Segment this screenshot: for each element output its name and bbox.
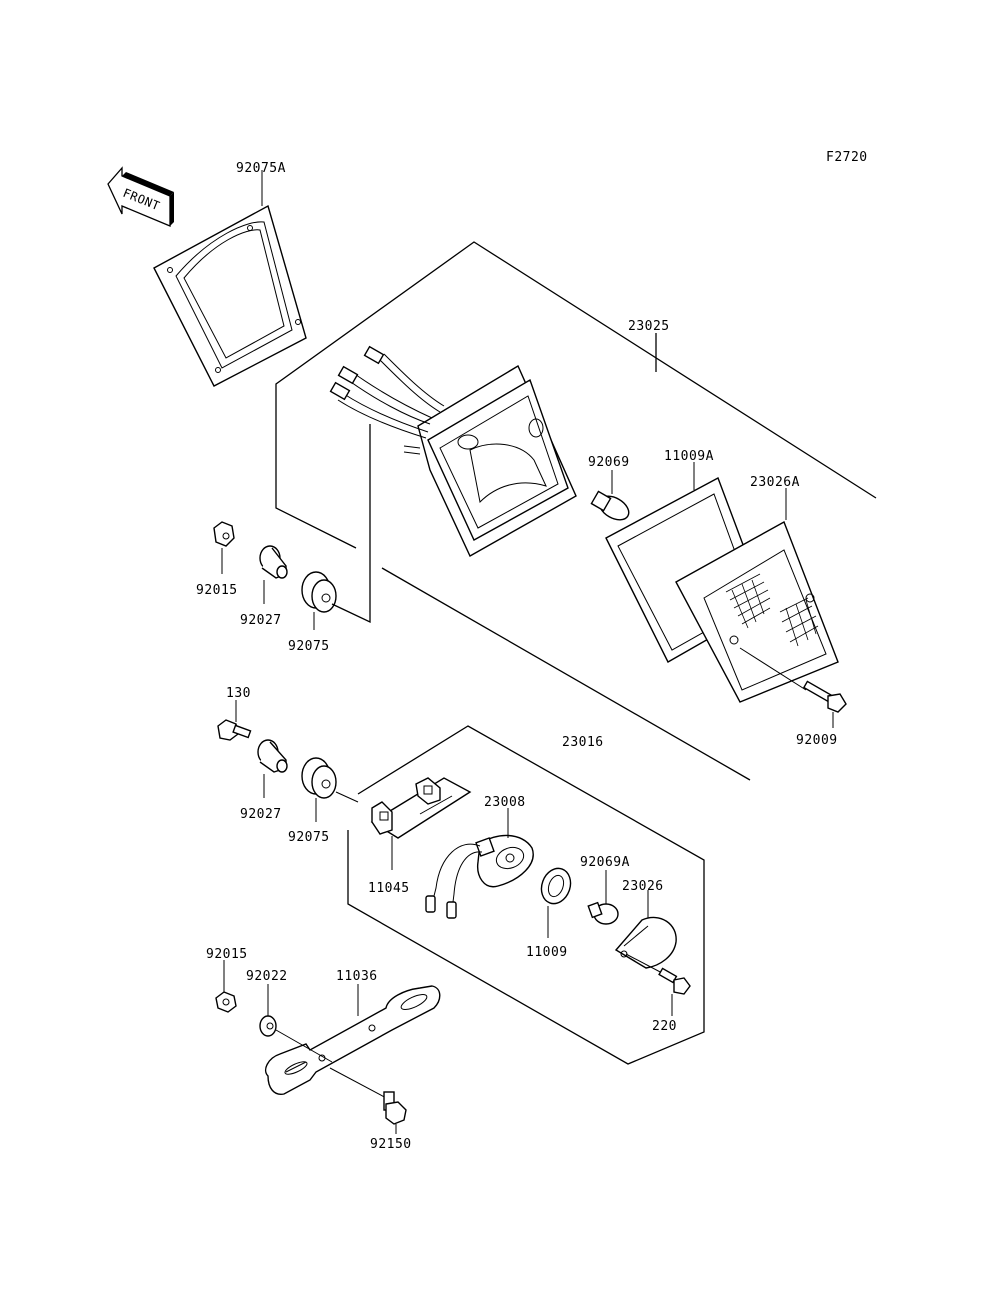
assy-23025-outline [275, 241, 877, 549]
taillight-housing [329, 345, 577, 557]
label-130: 130 [226, 686, 251, 701]
label-11045: 11045 [368, 881, 410, 896]
label-11036: 11036 [336, 969, 378, 984]
socket-23008 [425, 808, 534, 919]
label-92027-mid: 92027 [240, 807, 282, 822]
label-92069: 92069 [588, 455, 630, 470]
label-92015-upper: 92015 [196, 583, 238, 598]
nut-92015-upper [213, 521, 235, 574]
figure-id: F2720 [826, 150, 868, 165]
nut-92015-lower [215, 960, 237, 1013]
label-92027-upper: 92027 [240, 613, 282, 628]
bolt-130 [217, 700, 252, 741]
label-92015-lower: 92015 [206, 947, 248, 962]
bolt-92150 [329, 1067, 407, 1134]
label-92075-upper: 92075 [288, 639, 330, 654]
lens-23026A [675, 488, 839, 703]
label-92022: 92022 [246, 969, 288, 984]
assy-23025-outline-lower [381, 567, 751, 781]
front-arrow-icon: FRONT [107, 166, 174, 227]
label-23026A: 23026A [750, 475, 800, 490]
bulb-92069A [587, 870, 619, 925]
label-92075-mid: 92075 [288, 830, 330, 845]
leader-upper-mount [331, 424, 371, 624]
lens-23026 [614, 890, 677, 969]
label-23016: 23016 [562, 735, 604, 750]
damper-92075-mid [301, 757, 359, 822]
screw-220 [625, 953, 691, 1016]
label-23026: 23026 [622, 879, 664, 894]
collar-92027-upper [259, 545, 288, 604]
bulb-92069 [590, 470, 630, 521]
washer-92022 [259, 984, 277, 1037]
bracket-11045 [370, 777, 472, 870]
label-11009: 11009 [526, 945, 568, 960]
gasket-11009 [540, 867, 572, 938]
label-92069A: 92069A [580, 855, 630, 870]
screw-92009 [739, 647, 847, 728]
damper-92075-upper [301, 571, 337, 630]
label-92150: 92150 [370, 1137, 412, 1152]
label-92009: 92009 [796, 733, 838, 748]
label-11009A: 11009A [664, 449, 714, 464]
bracket-11036 [264, 984, 441, 1095]
collar-92027-mid [257, 739, 288, 798]
label-23008: 23008 [484, 795, 526, 810]
label-92075A: 92075A [236, 161, 286, 176]
label-23025: 23025 [628, 319, 670, 334]
label-220: 220 [652, 1019, 677, 1034]
gasket-92075A [153, 170, 307, 387]
assy-23016-outline [347, 725, 705, 1065]
